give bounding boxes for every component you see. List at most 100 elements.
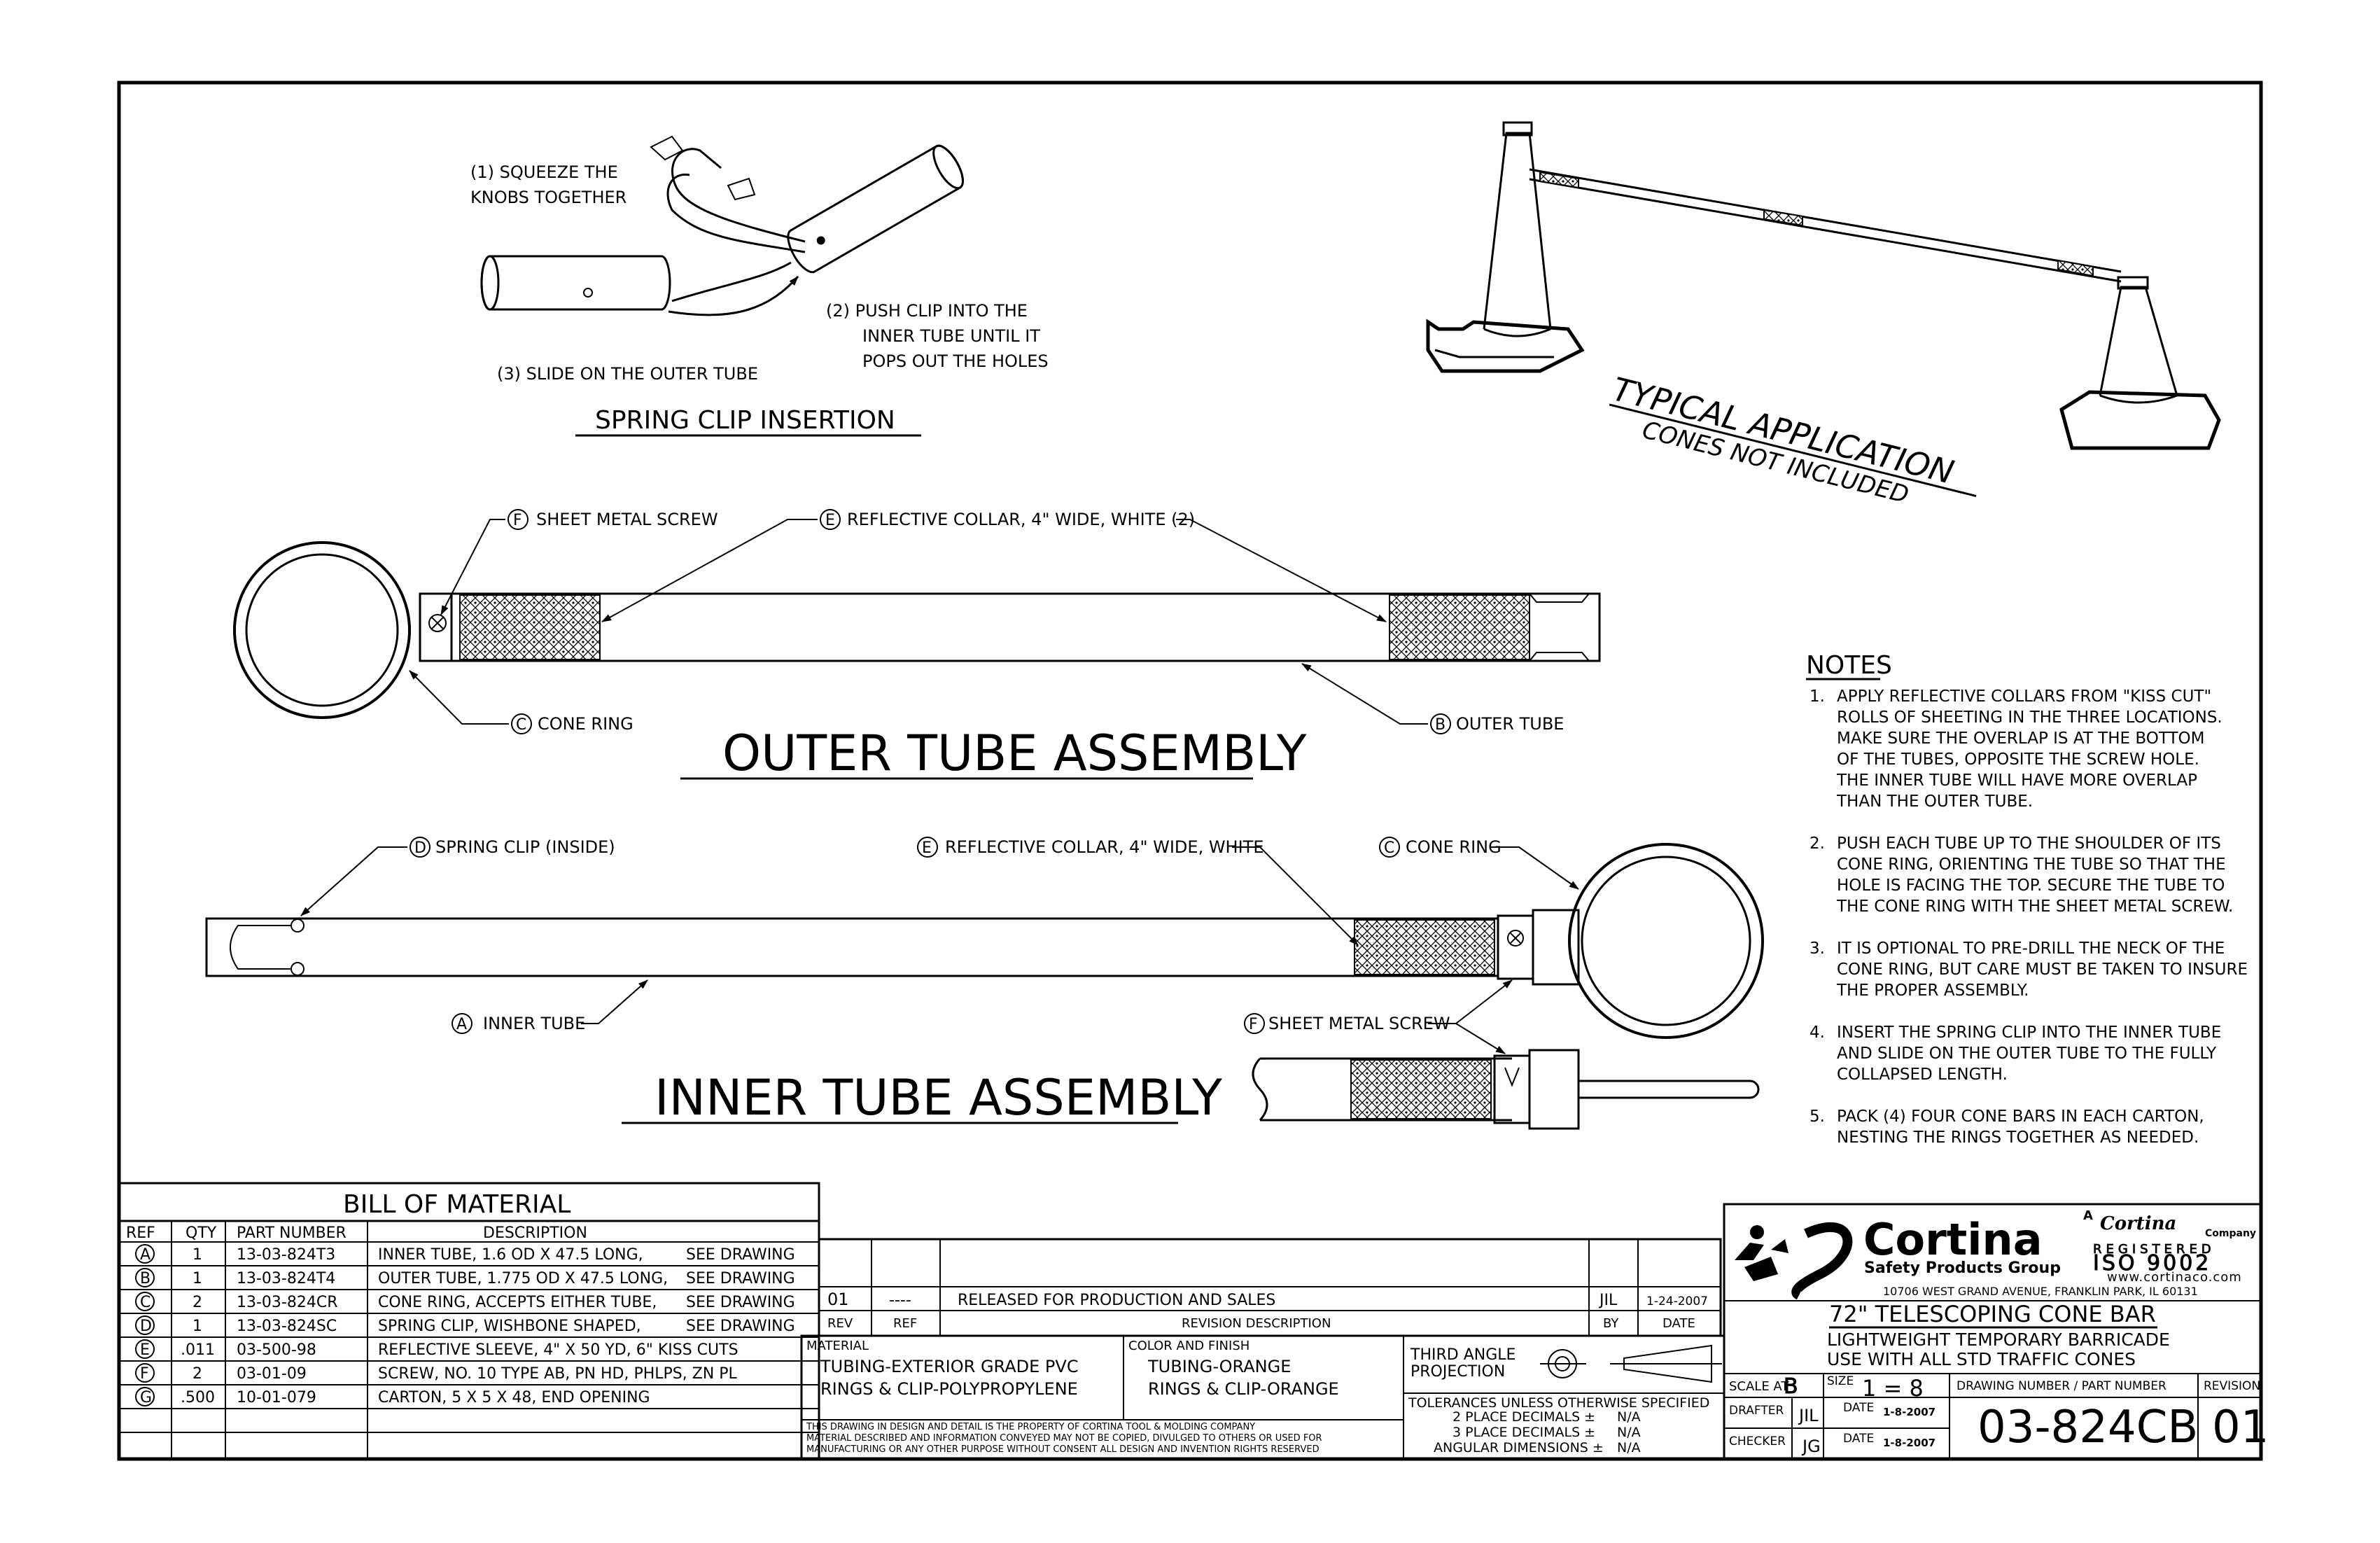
- inner-collar-ref: E: [922, 839, 932, 857]
- bom-h-desc: DESCRIPTION: [483, 1224, 587, 1242]
- inner-tube-figure: D SPRING CLIP (INSIDE) E REFLECTIVE COLL…: [205, 837, 1764, 1130]
- cortina-logo: Cortina Safety Products Group: [1735, 1214, 2061, 1300]
- color-label: COLOR AND FINISH: [1128, 1339, 1250, 1353]
- bom-cell-note: SEE DRAWING: [686, 1270, 795, 1287]
- parent-a: A: [2083, 1208, 2093, 1223]
- tolerance-3place-value: N/A: [1617, 1425, 1641, 1440]
- proprietary-line3: MANUFACTURING OR ANY OTHER PURPOSE WITHO…: [806, 1444, 1320, 1455]
- outer-tube-figure: F SHEET METAL SCREW E REFLECTIVE COLLAR,…: [233, 509, 1601, 782]
- bom-cell-part: 10-01-079: [237, 1389, 316, 1406]
- bom-cell-ref: G: [140, 1389, 152, 1406]
- website-text: www.cortinaco.com: [2107, 1270, 2242, 1285]
- bom-cell-desc: CARTON, 5 X 5 X 48, END OPENING: [378, 1389, 650, 1406]
- bom-cell-desc: OUTER TUBE, 1.775 OD X 47.5 LONG,: [378, 1270, 668, 1287]
- note-line: THAN THE OUTER TUBE.: [1836, 793, 2033, 811]
- outer-collar-ref: E: [825, 512, 835, 529]
- registered-text: REGISTERED: [2093, 1242, 2216, 1257]
- spring-clip-step1-line1: (1) SQUEEZE THE: [470, 162, 618, 182]
- note-line: THE CONE RING WITH THE SHEET METAL SCREW…: [1836, 898, 2233, 916]
- inner-tube-ref: A: [456, 1016, 467, 1033]
- rev-h-by: BY: [1603, 1316, 1619, 1331]
- tolerance-angular-value: N/A: [1617, 1440, 1641, 1455]
- tolerance-angular-label: ANGULAR DIMENSIONS ±: [1434, 1440, 1604, 1455]
- scale-at-label: SCALE AT: [1729, 1379, 1789, 1394]
- bom-ref-circle: [135, 1363, 155, 1383]
- outer-ring-label: CONE RING: [538, 714, 634, 734]
- inner-ring-ref: C: [1384, 839, 1394, 857]
- company-name: Cortina: [1863, 1214, 2043, 1265]
- part-number-label: DRAWING NUMBER / PART NUMBER: [1956, 1379, 2166, 1393]
- spring-clip-step2-line3: POPS OUT THE HOLES: [862, 351, 1049, 371]
- drafter-date: 1-8-2007: [1883, 1406, 1935, 1418]
- spring-clip-step2-line2: INNER TUBE UNTIL IT: [862, 326, 1040, 346]
- note-line: AND SLIDE ON THE OUTER TUBE TO THE FULLY: [1837, 1045, 2217, 1063]
- note-line: MAKE SURE THE OVERLAP IS AT THE BOTTOM: [1837, 729, 2204, 748]
- bom-cell-qty: 1: [192, 1246, 202, 1264]
- notes-block: NOTES 1.APPLY REFLECTIVE COLLARS FROM "K…: [1806, 651, 2248, 1147]
- note-line: NESTING THE RINGS TOGETHER AS NEEDED.: [1837, 1129, 2199, 1147]
- tolerance-2place-label: 2 PLACE DECIMALS ±: [1452, 1409, 1595, 1425]
- notes-title: NOTES: [1806, 651, 1892, 680]
- drafter-label: DRAFTER: [1729, 1404, 1784, 1418]
- rev-desc-value: RELEASED FOR PRODUCTION AND SALES: [958, 1292, 1275, 1309]
- bom-cell-qty: .500: [181, 1389, 215, 1406]
- rev-date-value: 1-24-2007: [1646, 1294, 1708, 1308]
- inner-collar-label: REFLECTIVE COLLAR, 4" WIDE, WHITE: [945, 837, 1264, 857]
- parent-name: Cortina: [2100, 1213, 2176, 1234]
- spring-clip-figure: (1) SQUEEZE THE KNOBS TOGETHER (2) PUSH …: [470, 135, 1049, 437]
- checker-date-label: DATE: [1843, 1432, 1874, 1446]
- note-line: ROLLS OF SHEETING IN THE THREE LOCATIONS…: [1837, 708, 2222, 727]
- bom-cell-qty: .011: [181, 1341, 215, 1359]
- bom-cell-part: 13-03-824SC: [237, 1318, 337, 1335]
- rev-by-value: JIL: [1598, 1292, 1618, 1309]
- material-line1: TUBING-EXTERIOR GRADE PVC: [820, 1357, 1079, 1376]
- bom-cell-part: 13-03-824T3: [237, 1246, 335, 1264]
- bom-cell-desc: SPRING CLIP, WISHBONE SHAPED,: [378, 1318, 641, 1335]
- material-label: MATERIAL: [806, 1339, 869, 1353]
- scale-at-value: B: [1784, 1374, 1798, 1399]
- note-line: CONE RING, ORIENTING THE TUBE SO THAT TH…: [1837, 856, 2226, 874]
- revision-block: 01 ---- RELEASED FOR PRODUCTION AND SALE…: [818, 1238, 1722, 1337]
- checker-label: CHECKER: [1729, 1434, 1786, 1448]
- spring-clip-step3: (3) SLIDE ON THE OUTER TUBE: [497, 364, 758, 384]
- note-line: OF THE TUBES, OPPOSITE THE SCREW HOLE.: [1837, 750, 2199, 769]
- note-number: 3.: [1809, 940, 1825, 958]
- bom-cell-qty: 1: [192, 1318, 202, 1335]
- note-line: CONE RING, BUT CARE MUST BE TAKEN TO INS…: [1837, 961, 2248, 979]
- bom-cell-ref: D: [140, 1318, 152, 1335]
- outer-collar-label: REFLECTIVE COLLAR, 4" WIDE, WHITE (2): [847, 510, 1195, 529]
- bom-cell-note: SEE DRAWING: [686, 1246, 795, 1264]
- bom-ref-circle: [135, 1315, 155, 1335]
- bom-cell-ref: C: [140, 1294, 150, 1311]
- proprietary-line1: THIS DRAWING IN DESIGN AND DETAIL IS THE…: [806, 1422, 1255, 1432]
- bom-cell-note: SEE DRAWING: [686, 1294, 795, 1311]
- bom-cell-ref: A: [140, 1246, 150, 1264]
- bom-cell-qty: 2: [192, 1294, 202, 1311]
- bom-cell-part: 03-01-09: [237, 1365, 307, 1383]
- part-number: 03-824CB: [1977, 1402, 2198, 1453]
- note-line: PACK (4) FOUR CONE BARS IN EACH CARTON,: [1837, 1108, 2204, 1126]
- spring-clip-step2-line1: (2) PUSH CLIP INTO THE: [826, 301, 1028, 321]
- bom-cell-note: SEE DRAWING: [686, 1318, 795, 1335]
- size-label: SIZE: [1827, 1374, 1854, 1388]
- outer-ring-ref: C: [516, 716, 526, 734]
- note-line: HOLE IS FACING THE TOP. SECURE THE TUBE …: [1837, 877, 2225, 895]
- note-line: INSERT THE SPRING CLIP INTO THE INNER TU…: [1837, 1024, 2221, 1042]
- bom-cell-part: 13-03-824CR: [237, 1294, 338, 1311]
- typical-application-figure: TYPICAL APPLICATION CONES NOT INCLUDED: [1426, 121, 2221, 509]
- inner-screw-label: SHEET METAL SCREW: [1268, 1014, 1450, 1033]
- note-number: 4.: [1809, 1024, 1825, 1042]
- color-line2: RINGS & CLIP-ORANGE: [1148, 1379, 1339, 1399]
- bom-title: BILL OF MATERIAL: [343, 1190, 570, 1219]
- drafter-value: JIL: [1798, 1406, 1819, 1425]
- bom-h-qty: QTY: [186, 1224, 217, 1242]
- rev-h-ref: REF: [893, 1316, 917, 1331]
- inner-tube-title: INNER TUBE ASSEMBLY: [654, 1069, 1222, 1126]
- bom-cell-desc: SCREW, NO. 10 TYPE AB, PN HD, PHLPS, ZN …: [378, 1365, 738, 1383]
- note-line: APPLY REFLECTIVE COLLARS FROM "KISS CUT": [1837, 687, 2211, 706]
- inner-screw-ref: F: [1249, 1016, 1258, 1033]
- iso-text: ISO 9002: [2093, 1251, 2211, 1276]
- spring-clip-title: SPRING CLIP INSERTION: [595, 406, 895, 435]
- bom-ref-circle: [135, 1292, 155, 1311]
